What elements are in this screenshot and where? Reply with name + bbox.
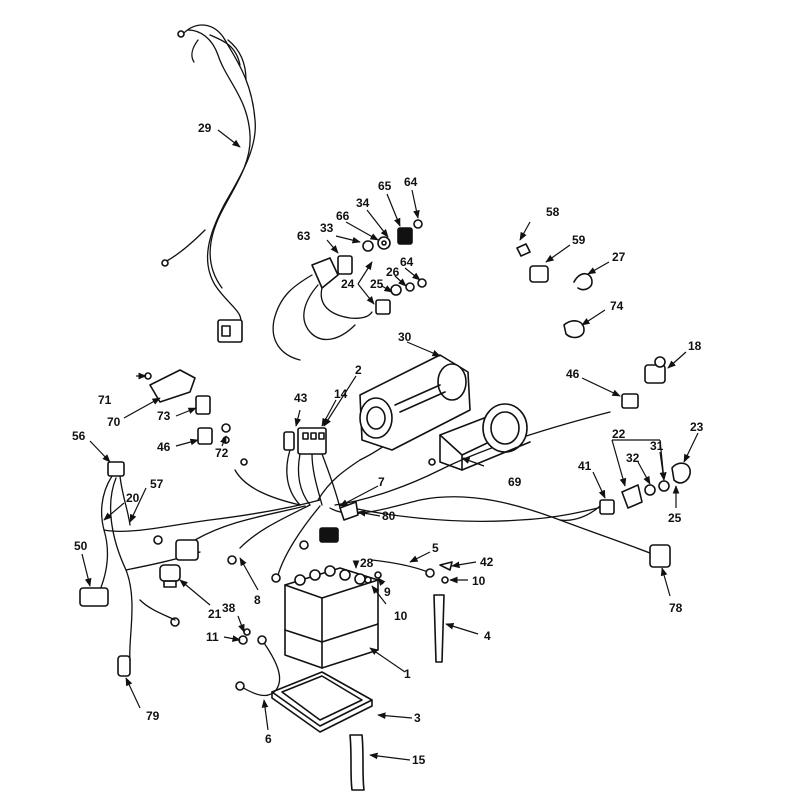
loose-parts-right xyxy=(516,243,666,409)
callout-1: 1 xyxy=(404,667,411,681)
part-15-hose xyxy=(349,734,365,791)
callout-22: 22 xyxy=(612,427,626,441)
callout-20: 20 xyxy=(126,491,140,505)
callout-25-right: 25 xyxy=(668,511,682,525)
callout-32: 32 xyxy=(626,451,640,465)
part-70-bracket xyxy=(144,369,231,445)
callout-24: 24 xyxy=(341,277,355,291)
callout-64-lower: 64 xyxy=(400,255,414,269)
part-5-cable xyxy=(364,559,453,663)
callout-34: 34 xyxy=(356,196,370,210)
part-6-cable xyxy=(235,628,281,697)
callout-14: 14 xyxy=(334,387,348,401)
callout-21: 21 xyxy=(208,607,222,621)
callout-74: 74 xyxy=(610,299,624,313)
callout-79: 79 xyxy=(146,709,160,723)
callout-69: 69 xyxy=(508,475,522,489)
callout-70: 70 xyxy=(107,415,121,429)
callout-43: 43 xyxy=(294,391,308,405)
part-30-instrument-cluster xyxy=(359,354,471,451)
callout-46-left: 46 xyxy=(157,440,171,454)
callout-41: 41 xyxy=(578,459,592,473)
callout-23: 23 xyxy=(690,420,704,434)
central-harness xyxy=(175,411,656,583)
callout-3: 3 xyxy=(414,711,421,725)
callout-31: 31 xyxy=(650,439,664,453)
callout-59: 59 xyxy=(572,233,586,247)
callout-63: 63 xyxy=(297,229,311,243)
part-1-battery xyxy=(284,565,379,669)
callout-65: 65 xyxy=(378,179,392,193)
callout-57: 57 xyxy=(150,477,164,491)
callout-71: 71 xyxy=(98,393,112,407)
callout-42: 42 xyxy=(480,555,494,569)
callout-6: 6 xyxy=(265,732,272,746)
part-69-gauge xyxy=(428,403,531,471)
callouts: 29 63 33 66 34 65 64 64 26 25 24 58 59 2… xyxy=(72,121,704,767)
callout-30: 30 xyxy=(398,330,412,344)
callout-66: 66 xyxy=(336,209,350,223)
callout-15: 15 xyxy=(412,753,426,767)
callout-28: 28 xyxy=(360,556,374,570)
callout-33: 33 xyxy=(320,221,334,235)
callout-29: 29 xyxy=(198,121,212,135)
callout-25-upper: 25 xyxy=(370,277,384,291)
callout-5: 5 xyxy=(432,541,439,555)
right-switch-group xyxy=(559,462,691,568)
callout-18: 18 xyxy=(688,339,702,353)
callout-2: 2 xyxy=(355,363,362,377)
callout-10-left: 10 xyxy=(394,609,408,623)
callout-78: 78 xyxy=(669,601,683,615)
callout-8: 8 xyxy=(254,593,261,607)
callout-80: 80 xyxy=(382,509,396,523)
callout-50: 50 xyxy=(74,539,88,553)
left-harness xyxy=(79,461,321,677)
callout-26: 26 xyxy=(386,265,400,279)
callout-7: 7 xyxy=(378,475,385,489)
callout-11: 11 xyxy=(206,630,219,644)
callout-38: 38 xyxy=(222,601,236,615)
part-3-battery-tray xyxy=(271,671,373,733)
callout-72: 72 xyxy=(215,446,229,460)
callout-46-right: 46 xyxy=(566,367,580,381)
callout-10-right: 10 xyxy=(472,574,486,588)
part-21-sender xyxy=(159,564,181,588)
callout-27: 27 xyxy=(612,250,626,264)
part-63-terminal-block xyxy=(272,255,373,361)
callout-58: 58 xyxy=(546,205,560,219)
callout-73: 73 xyxy=(157,409,171,423)
callout-64-upper: 64 xyxy=(404,175,418,189)
hardware-cluster-upper xyxy=(362,219,427,315)
callout-9: 9 xyxy=(384,585,391,599)
part-29-harness xyxy=(161,24,256,343)
callout-4: 4 xyxy=(484,629,491,643)
callout-56: 56 xyxy=(72,429,86,443)
